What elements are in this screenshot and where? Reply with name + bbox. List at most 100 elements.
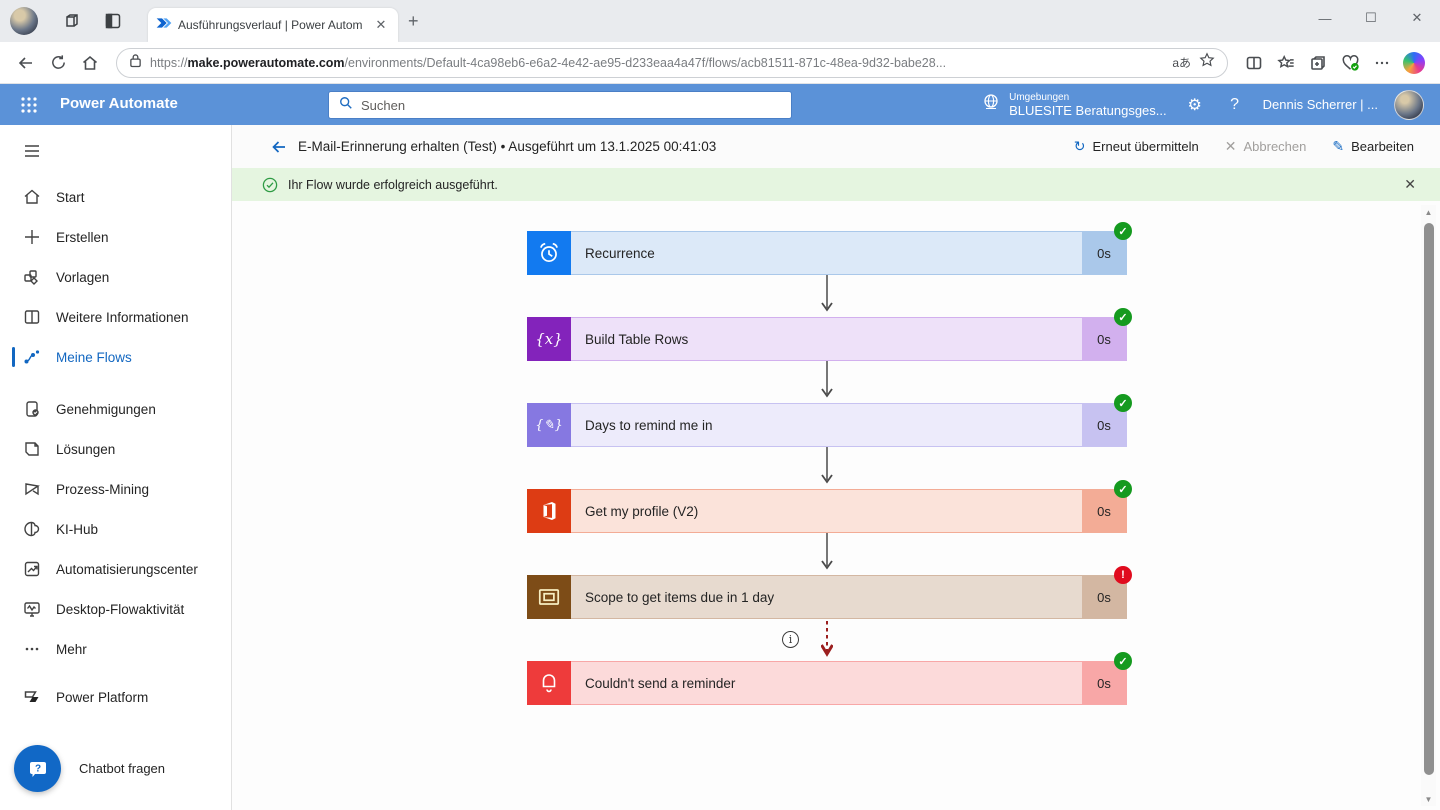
sidebar-item-power-platform[interactable]: Power Platform [0, 677, 231, 717]
sidebar-item-weitere-informationen[interactable]: Weitere Informationen [0, 297, 231, 337]
minimize-button[interactable]: — [1302, 0, 1348, 36]
edit-pencil-icon: ✎ [1332, 138, 1344, 155]
close-button[interactable]: ✕ [1394, 0, 1440, 36]
success-check-icon [262, 177, 278, 193]
chatbot-button[interactable]: ? Chatbot fragen [14, 745, 165, 792]
resubmit-button[interactable]: ↻ Erneut übermitteln [1074, 138, 1199, 155]
browser-tab-active[interactable]: Ausführungsverlauf | Power Autom ✕ [148, 8, 398, 42]
connector-arrow [821, 533, 833, 575]
sidebar-item-erstellen[interactable]: Erstellen [0, 217, 231, 257]
browser-tab-strip: Ausführungsverlauf | Power Autom ✕ + — ☐… [0, 0, 1440, 42]
sidebar-item-vorlagen[interactable]: Vorlagen [0, 257, 231, 297]
flows-icon [22, 347, 42, 367]
flow-node-scope[interactable]: Scope to get items due in 1 day 0s ! [527, 575, 1127, 619]
flow-node-get-my-profile[interactable]: Get my profile (V2) 0s ✓ [527, 489, 1127, 533]
desktop-flow-icon [22, 599, 42, 619]
account-name[interactable]: Dennis Scherrer | ... [1263, 97, 1378, 112]
sidebar-item-automatisierungscenter[interactable]: Automatisierungscenter [0, 549, 231, 589]
scroll-down-icon[interactable]: ▼ [1421, 792, 1436, 806]
sidebar-item-genehmigungen[interactable]: Genehmigungen [0, 389, 231, 429]
sidebar-item-ki-hub[interactable]: KI-Hub [0, 509, 231, 549]
status-badge: ✓ [1114, 652, 1132, 670]
browser-menu-icon[interactable] [1366, 47, 1398, 79]
search-placeholder: Suchen [361, 98, 405, 113]
vertical-tabs-icon[interactable] [56, 6, 86, 36]
sidebar-item-meine-flows[interactable]: Meine Flows [0, 337, 231, 377]
more-ellipsis-icon [22, 639, 42, 659]
home-icon[interactable] [74, 47, 106, 79]
sidebar-item-prozess-mining[interactable]: Prozess-Mining [0, 469, 231, 509]
new-tab-button[interactable]: + [408, 11, 419, 32]
app-launcher-icon[interactable] [16, 92, 42, 118]
node-title: Days to remind me in [571, 404, 1082, 446]
automation-center-icon [22, 559, 42, 579]
flow-node-build-table-rows[interactable]: {x} Build Table Rows 0s ✓ [527, 317, 1127, 361]
help-icon[interactable]: ? [1223, 96, 1247, 114]
address-bar[interactable]: https://make.powerautomate.com/environme… [116, 48, 1228, 78]
templates-icon [22, 267, 42, 287]
sidebar-group-gap [0, 377, 231, 389]
tab-close-icon[interactable]: ✕ [372, 16, 390, 34]
environment-picker[interactable]: Umgebungen BLUESITE Beratungsges... [981, 92, 1167, 118]
search-icon [339, 96, 353, 115]
tab-title: Ausführungsverlauf | Power Autom [178, 18, 366, 32]
approvals-icon [22, 399, 42, 419]
run-actions: ↻ Erneut übermitteln ✕ Abbrechen ✎ Bearb… [1074, 125, 1414, 168]
browser-essentials-icon[interactable] [1334, 47, 1366, 79]
flow-canvas[interactable]: Recurrence 0s ✓ {x} Build Table Rows 0s … [232, 201, 1440, 810]
tab-layout-icon[interactable] [98, 6, 128, 36]
settings-gear-icon[interactable]: ⚙ [1183, 95, 1207, 115]
sidebar-item-desktop-flowaktivitaet[interactable]: Desktop-Flowaktivität [0, 589, 231, 629]
back-icon[interactable] [10, 47, 42, 79]
process-mining-icon [22, 479, 42, 499]
run-title: E-Mail-Erinnerung erhalten (Test) • Ausg… [298, 139, 716, 154]
power-automate-favicon [156, 15, 172, 36]
browser-profile-avatar[interactable] [10, 7, 38, 35]
sidebar: Start Erstellen Vorlagen Weitere Informa… [0, 125, 232, 810]
sidebar-item-loesungen[interactable]: Lösungen [0, 429, 231, 469]
sidebar-collapse-icon[interactable] [20, 139, 44, 163]
flow-node-days-to-remind[interactable]: {✎} Days to remind me in 0s ✓ [527, 403, 1127, 447]
app-header: Power Automate Suchen Umgebungen BLUESIT… [0, 84, 1440, 125]
environment-globe-icon [981, 92, 1001, 117]
refresh-icon[interactable] [42, 47, 74, 79]
solutions-icon [22, 439, 42, 459]
main-content: E-Mail-Erinnerung erhalten (Test) • Ausg… [232, 125, 1440, 810]
split-screen-icon[interactable] [1238, 47, 1270, 79]
environment-name: BLUESITE Beratungsges... [1009, 103, 1167, 118]
banner-close-icon[interactable]: ✕ [1404, 176, 1416, 193]
translate-icon[interactable]: aあ [1172, 54, 1191, 71]
sidebar-item-mehr[interactable]: Mehr [0, 629, 231, 669]
status-badge: ✓ [1114, 394, 1132, 412]
canvas-scrollbar[interactable]: ▲ ▼ [1421, 205, 1436, 806]
favorites-hub-icon[interactable] [1270, 47, 1302, 79]
collections-icon[interactable] [1302, 47, 1334, 79]
status-badge: ✓ [1114, 308, 1132, 326]
node-title: Scope to get items due in 1 day [571, 576, 1082, 618]
favorite-star-icon[interactable] [1199, 52, 1215, 73]
edit-button[interactable]: ✎ Bearbeiten [1332, 138, 1414, 155]
info-icon[interactable]: i [782, 631, 799, 648]
sidebar-item-start[interactable]: Start [0, 177, 231, 217]
url-text: https://make.powerautomate.com/environme… [150, 56, 1164, 70]
flow-node-couldnt-send-reminder[interactable]: Couldn't send a reminder 0s ✓ [527, 661, 1127, 705]
back-arrow-icon[interactable] [266, 134, 292, 160]
app-title[interactable]: Power Automate [60, 95, 178, 112]
account-avatar[interactable] [1394, 90, 1424, 120]
connector-arrow [821, 361, 833, 403]
lock-icon[interactable] [129, 53, 142, 73]
flow-node-recurrence[interactable]: Recurrence 0s ✓ [527, 231, 1127, 275]
status-badge: ✓ [1114, 480, 1132, 498]
maximize-button[interactable]: ☐ [1348, 0, 1394, 36]
run-header: E-Mail-Erinnerung erhalten (Test) • Ausg… [232, 125, 1440, 168]
scroll-up-icon[interactable]: ▲ [1421, 205, 1436, 219]
status-badge: ✓ [1114, 222, 1132, 240]
cancel-button[interactable]: ✕ Abbrechen [1225, 138, 1307, 155]
copilot-icon[interactable] [1398, 47, 1430, 79]
scrollbar-thumb[interactable] [1424, 223, 1434, 775]
book-icon [22, 307, 42, 327]
home-icon [22, 187, 42, 207]
scope-icon [527, 575, 571, 619]
plus-icon [22, 227, 42, 247]
search-input[interactable]: Suchen [328, 91, 792, 119]
